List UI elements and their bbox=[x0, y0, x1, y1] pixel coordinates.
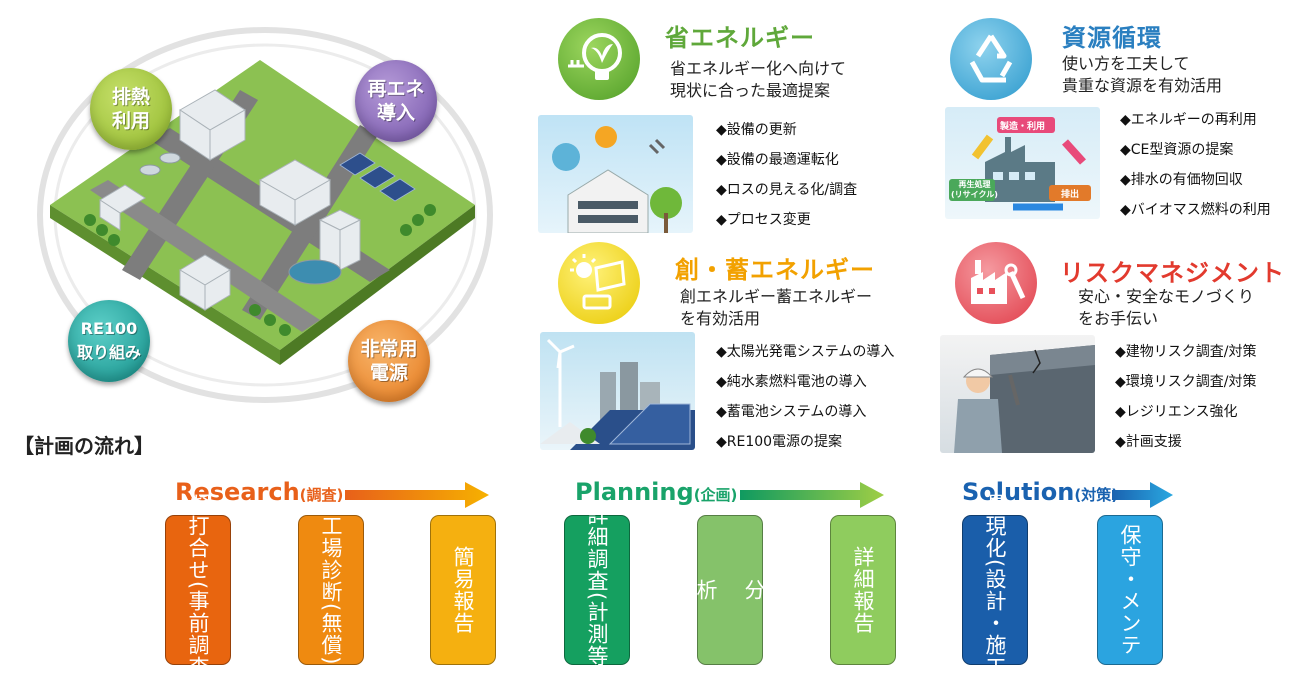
bullet-item: ◆排水の有価物回収 bbox=[1120, 172, 1243, 188]
bullet-item: ◆RE100電源の提案 bbox=[716, 434, 843, 450]
phase-sub: (企画) bbox=[693, 486, 738, 504]
energy-saving-bullets: ◆設備の更新 ◆設備の最適運転化 ◆ロスの見える化/調査 ◆プロセス変更 bbox=[716, 120, 857, 240]
city-label-exhaust-heat: 排熱 利用 bbox=[90, 68, 172, 150]
bullet-item: ◆バイオマス燃料の利用 bbox=[1120, 202, 1271, 218]
step-label: 具現化(設計・施工) bbox=[983, 492, 1007, 687]
phase-sub: (調査) bbox=[299, 486, 344, 504]
category-description: 創エネルギー蓄エネルギー を有効活用 bbox=[680, 287, 873, 328]
step-detailed-report: 詳細報告 bbox=[830, 515, 896, 665]
step-meeting: お打合せ(事前調査) bbox=[165, 493, 231, 687]
recycle-icon bbox=[950, 18, 1032, 100]
step-maintenance: 保守・メンテ bbox=[1097, 515, 1163, 665]
step-label: 詳細調査(計測等) bbox=[585, 503, 609, 677]
phase-name: Planning bbox=[575, 478, 694, 506]
planning-arrow bbox=[740, 482, 884, 508]
bullet-item: ◆蓄電池システムの導入 bbox=[716, 404, 867, 420]
solar-plant-illustration bbox=[540, 332, 695, 450]
step-label: 詳細報告 bbox=[851, 546, 875, 634]
bulb-plug-icon bbox=[558, 18, 640, 100]
bullet-item: ◆純水素燃料電池の導入 bbox=[716, 374, 867, 390]
step-simple-report: 簡易報告 bbox=[430, 515, 496, 665]
bullet-item: ◆計画支援 bbox=[1115, 434, 1182, 450]
phase-planning: Planning(企画) bbox=[575, 478, 737, 506]
category-title: 資源循環 bbox=[1062, 24, 1162, 52]
category-description: 安心・安全なモノづくり をお手伝い bbox=[1078, 287, 1255, 328]
category-title: 省エネルギー bbox=[665, 24, 815, 52]
diagram-label-recycle: 再生処理 (リサイクル) bbox=[951, 180, 998, 199]
energy-creation-bullets: ◆太陽光発電システムの導入 ◆純水素燃料電池の導入 ◆蓄電池システムの導入 ◆R… bbox=[716, 342, 894, 462]
category-description: 使い方を工夫して 貴重な資源を有効活用 bbox=[1062, 54, 1223, 95]
risk-management-bullets: ◆建物リスク調査/対策 ◆環境リスク調査/対策 ◆レジリエンス強化 ◆計画支援 bbox=[1115, 342, 1256, 462]
category-title: 創・蓄エネルギー bbox=[675, 256, 875, 284]
bullet-item: ◆CE型資源の提案 bbox=[1120, 142, 1234, 158]
bullet-item: ◆レジリエンス強化 bbox=[1115, 404, 1238, 420]
bullet-item: ◆設備の最適運転化 bbox=[716, 152, 839, 168]
resource-circulation-diagram: 製造・利用 再生処理 (リサイクル) 排出 bbox=[945, 107, 1100, 219]
step-detailed-survey: 詳細調査(計測等) bbox=[564, 504, 630, 676]
bullet-item: ◆環境リスク調査/対策 bbox=[1115, 374, 1257, 390]
bullet-item: ◆プロセス変更 bbox=[716, 212, 811, 228]
risk-inspection-illustration bbox=[940, 335, 1095, 453]
resource-circulation-bullets: ◆エネルギーの再利用 ◆CE型資源の提案 ◆排水の有価物回収 ◆バイオマス燃料の… bbox=[1120, 110, 1271, 230]
city-label-emergency-power: 非常用 電源 bbox=[348, 320, 430, 402]
research-arrow bbox=[345, 482, 489, 508]
category-title: リスクマネジメント bbox=[1060, 259, 1285, 287]
step-label: 工場診断(無償) bbox=[319, 514, 343, 666]
step-analysis: 分 析 bbox=[694, 515, 766, 665]
city-illustration: 排熱 利用 再エネ 導入 RE100 取り組み 非常用 電源 bbox=[30, 20, 500, 410]
flow-title: 【計画の流れ】 bbox=[14, 434, 154, 458]
diagram-label-manufacture: 製造・利用 bbox=[1000, 122, 1046, 132]
solution-arrow bbox=[1112, 482, 1173, 508]
energy-saving-illustration bbox=[538, 115, 693, 233]
phase-research: Research(調査) bbox=[175, 478, 343, 506]
step-label: 保守・メンテ bbox=[1118, 524, 1142, 656]
step-label: お打合せ(事前調査) bbox=[186, 492, 210, 687]
step-label: 分 析 bbox=[694, 579, 766, 601]
factory-wrench-icon bbox=[955, 242, 1037, 324]
step-factory-diagnosis: 工場診断(無償) bbox=[298, 515, 364, 665]
solar-battery-icon bbox=[558, 242, 640, 324]
bullet-item: ◆設備の更新 bbox=[716, 122, 797, 138]
category-description: 省エネルギー化へ向けて 現状に合った最適提案 bbox=[670, 59, 847, 100]
city-label-re100: RE100 取り組み bbox=[68, 300, 150, 382]
step-implementation: 具現化(設計・施工) bbox=[962, 493, 1028, 687]
bullet-item: ◆ロスの見える化/調査 bbox=[716, 182, 858, 198]
step-label: 簡易報告 bbox=[451, 546, 475, 634]
phase-name: Solution bbox=[962, 478, 1075, 506]
phase-solution: Solution(対策) bbox=[962, 478, 1118, 506]
phase-name: Research bbox=[175, 478, 300, 506]
phase-sub: (対策) bbox=[1074, 486, 1119, 504]
bullet-item: ◆建物リスク調査/対策 bbox=[1115, 344, 1257, 360]
bullet-item: ◆太陽光発電システムの導入 bbox=[716, 344, 895, 360]
diagram-label-discharge: 排出 bbox=[1061, 190, 1080, 200]
bullet-item: ◆エネルギーの再利用 bbox=[1120, 112, 1257, 128]
city-label-renewable: 再エネ 導入 bbox=[355, 60, 437, 142]
